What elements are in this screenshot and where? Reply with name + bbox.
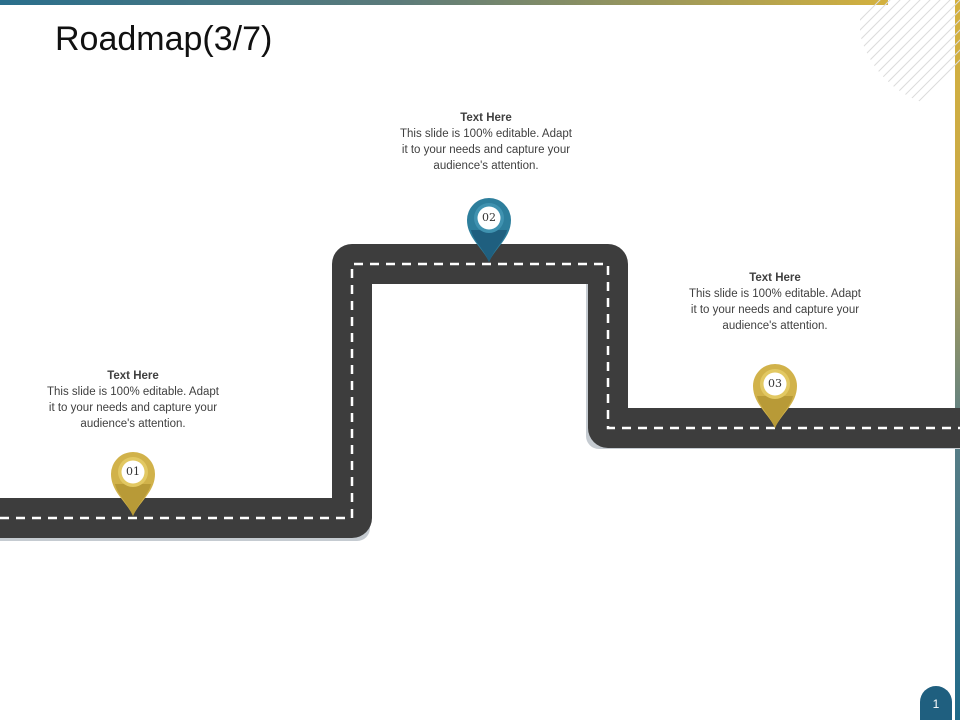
- milestone-3-number: 03: [768, 377, 782, 390]
- milestone-1-text: Text Here This slide is 100% editable. A…: [43, 368, 223, 432]
- milestone-3-body: This slide is 100% editable. Adapt it to…: [689, 288, 861, 332]
- slide-title: Roadmap(3/7): [55, 20, 273, 58]
- corner-stripe-pattern: [860, 0, 960, 108]
- location-pin-icon: [467, 198, 511, 262]
- milestone-2-number: 02: [482, 211, 496, 224]
- milestone-1-body: This slide is 100% editable. Adapt it to…: [47, 386, 219, 430]
- page-number-badge: 1: [920, 686, 952, 720]
- milestone-1-heading: Text Here: [107, 370, 159, 382]
- top-accent-bar: [0, 0, 888, 5]
- road-lane-marking: [0, 262, 960, 520]
- right-accent-bar: [955, 0, 960, 720]
- milestone-2-heading: Text Here: [460, 112, 512, 124]
- location-pin-icon: [753, 364, 797, 428]
- milestone-3-pin: 03: [751, 362, 799, 430]
- location-pin-icon: [111, 452, 155, 516]
- milestone-3-text: Text Here This slide is 100% editable. A…: [685, 270, 865, 334]
- milestone-2-body: This slide is 100% editable. Adapt it to…: [400, 128, 572, 172]
- milestone-2-pin: 02: [465, 196, 513, 264]
- milestone-1-pin: 01: [109, 450, 157, 518]
- milestone-3-heading: Text Here: [749, 272, 801, 284]
- milestone-1-number: 01: [126, 465, 140, 478]
- milestone-2-text: Text Here This slide is 100% editable. A…: [396, 110, 576, 174]
